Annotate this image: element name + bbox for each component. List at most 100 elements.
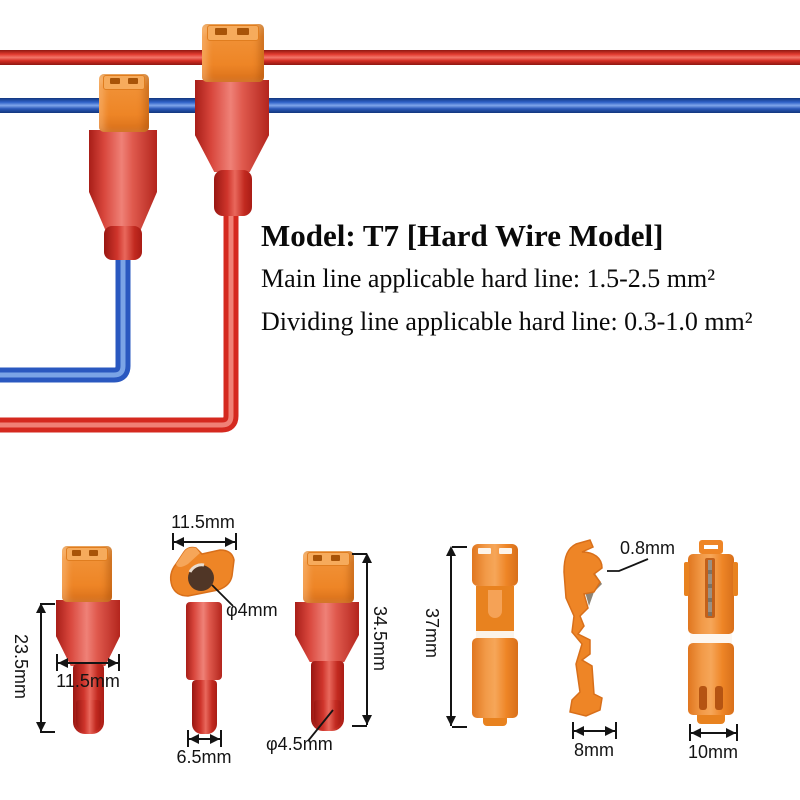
fig3-cap [303,551,354,603]
fig6-width-tick-right [736,724,738,741]
fig3-terminal-sleeve [314,700,341,730]
fig1-cap-slot [89,550,98,556]
fig3-height-label: 34.5mm [370,606,390,672]
fig4-height-label: 37mm [422,608,442,659]
fig4-tongue [488,590,502,618]
fig2-wire-hole [188,565,214,591]
fig1-cap [62,546,112,602]
fig5-width-arrow-right [605,726,615,736]
fig2-hole-label: φ4mm [226,600,278,620]
fig1-cap-slot [72,550,81,556]
fig6-right-ear [733,562,738,596]
fig5-blade-leader [607,558,649,572]
fig4-height-arrow-up [446,546,456,556]
blue-tap-wire [0,252,131,383]
connector-a-body [89,130,157,230]
fig4-top-block [472,544,518,586]
fig1-width-dimline [58,662,118,664]
fig4-mid-slot [476,631,514,638]
fig6-lower-slot [715,686,723,710]
fig1-body [56,600,120,666]
fig3-body [295,602,359,662]
fig6-width-arrow-right [726,728,736,738]
fig5-width-dimline [574,730,615,732]
spec-main-line: Main line applicable hard line: 1.5-2.5 … [261,264,716,293]
fig1-height-dimline [40,606,42,732]
fig2-top-arrow-right [225,537,235,547]
fig2-top-tick-left [172,533,174,550]
main-red-wire [0,50,800,65]
fig4-height-tick-bottom [452,726,467,728]
fig2-column-lower [192,680,217,734]
fig1-height-arrow-down [36,722,46,732]
connector-b-cap [202,24,264,82]
fig5-width-label: 8mm [574,740,614,760]
fig3-cap-slot [313,555,322,561]
fig4-bottom-tab [483,718,507,726]
fig4-top-slot [499,548,512,554]
fig6-bottom-tab [697,715,725,724]
fig3-tip-label: φ4.5mm [266,734,333,754]
fig6-lower-slot [699,686,707,710]
fig5-profile-shape [563,539,603,717]
fig1-height-tick-bottom [40,731,55,733]
fig5-width-arrow-left [574,726,584,736]
fig2-bottom-width-label: 6.5mm [176,747,232,767]
connector-b-terminal [214,170,252,216]
fig2-bottom-tick-left [187,730,189,747]
model-title: Model: T7 [Hard Wire Model] [261,218,664,253]
fig4-lower-block [472,638,518,718]
connector-a-terminal [104,226,142,260]
fig2-bottom-tick-right [220,730,222,747]
fig6-width-tick-left [689,724,691,741]
fig1-width-label: 11.5mm [56,671,120,691]
fig6-top-loop [699,540,723,554]
fig1-width-tick-right [118,654,120,671]
fig1-width-arrow-left [58,658,68,668]
fig1-height-tick-top [40,603,55,605]
fig2-head-latch [176,547,200,567]
fig5-tap-side-profile [563,539,603,717]
fig5-width-tick-left [572,722,574,739]
fig4-neck [476,586,514,631]
fig2-bottom-arrow-left [189,734,199,744]
fig3-height-tick-bottom [352,725,367,727]
fig2-top-tick-right [235,533,237,550]
fig4-top-slot [478,548,491,554]
fig2-hole-leader [211,584,234,607]
fig2-column-upper [186,602,222,680]
connector-a-cap-slot [110,78,120,84]
fig3-tip-leader [307,709,334,742]
fig6-width-dimline [691,732,736,734]
fig6-metal-strip [708,560,712,616]
fig4-height-arrow-down [446,716,456,726]
fig2-bottom-arrow-right [210,734,220,744]
fig5-blade-label: 0.8mm [620,538,676,558]
fig2-angled-head [169,546,235,597]
fig1-width-arrow-right [108,658,118,668]
connector-b-cap-slot [237,28,249,35]
fig2-top-width-label: 11.5mm [171,512,235,532]
fig1-height-label: 23.5mm [11,634,31,700]
fig1-terminal-sleeve [76,700,101,733]
fig6-tap-back [684,540,738,726]
fig2-top-arrow-left [174,537,184,547]
tap-wires [0,208,239,433]
fig6-width-label: 10mm [687,742,738,762]
fig3-height-tick-top [352,553,367,555]
fig4-height-tick-top [452,546,467,548]
fig4-tap-front [472,544,518,726]
fig1-height-arrow-up [36,603,46,613]
fig3-cap-slot [331,555,340,561]
spec-dividing-line: Dividing line applicable hard line: 0.3-… [261,307,753,336]
fig3-height-dimline [366,555,368,725]
red-tap-wire-highlight [0,208,234,428]
fig6-mid-slot [690,634,732,643]
fig2-top-dimline [174,541,235,543]
connector-b-cap-slot [215,28,227,35]
fig5-width-tick-right [615,722,617,739]
fig3-height-arrow-down [362,715,372,725]
blue-tap-wire-highlight [0,252,126,378]
fig3-height-arrow-up [362,553,372,563]
